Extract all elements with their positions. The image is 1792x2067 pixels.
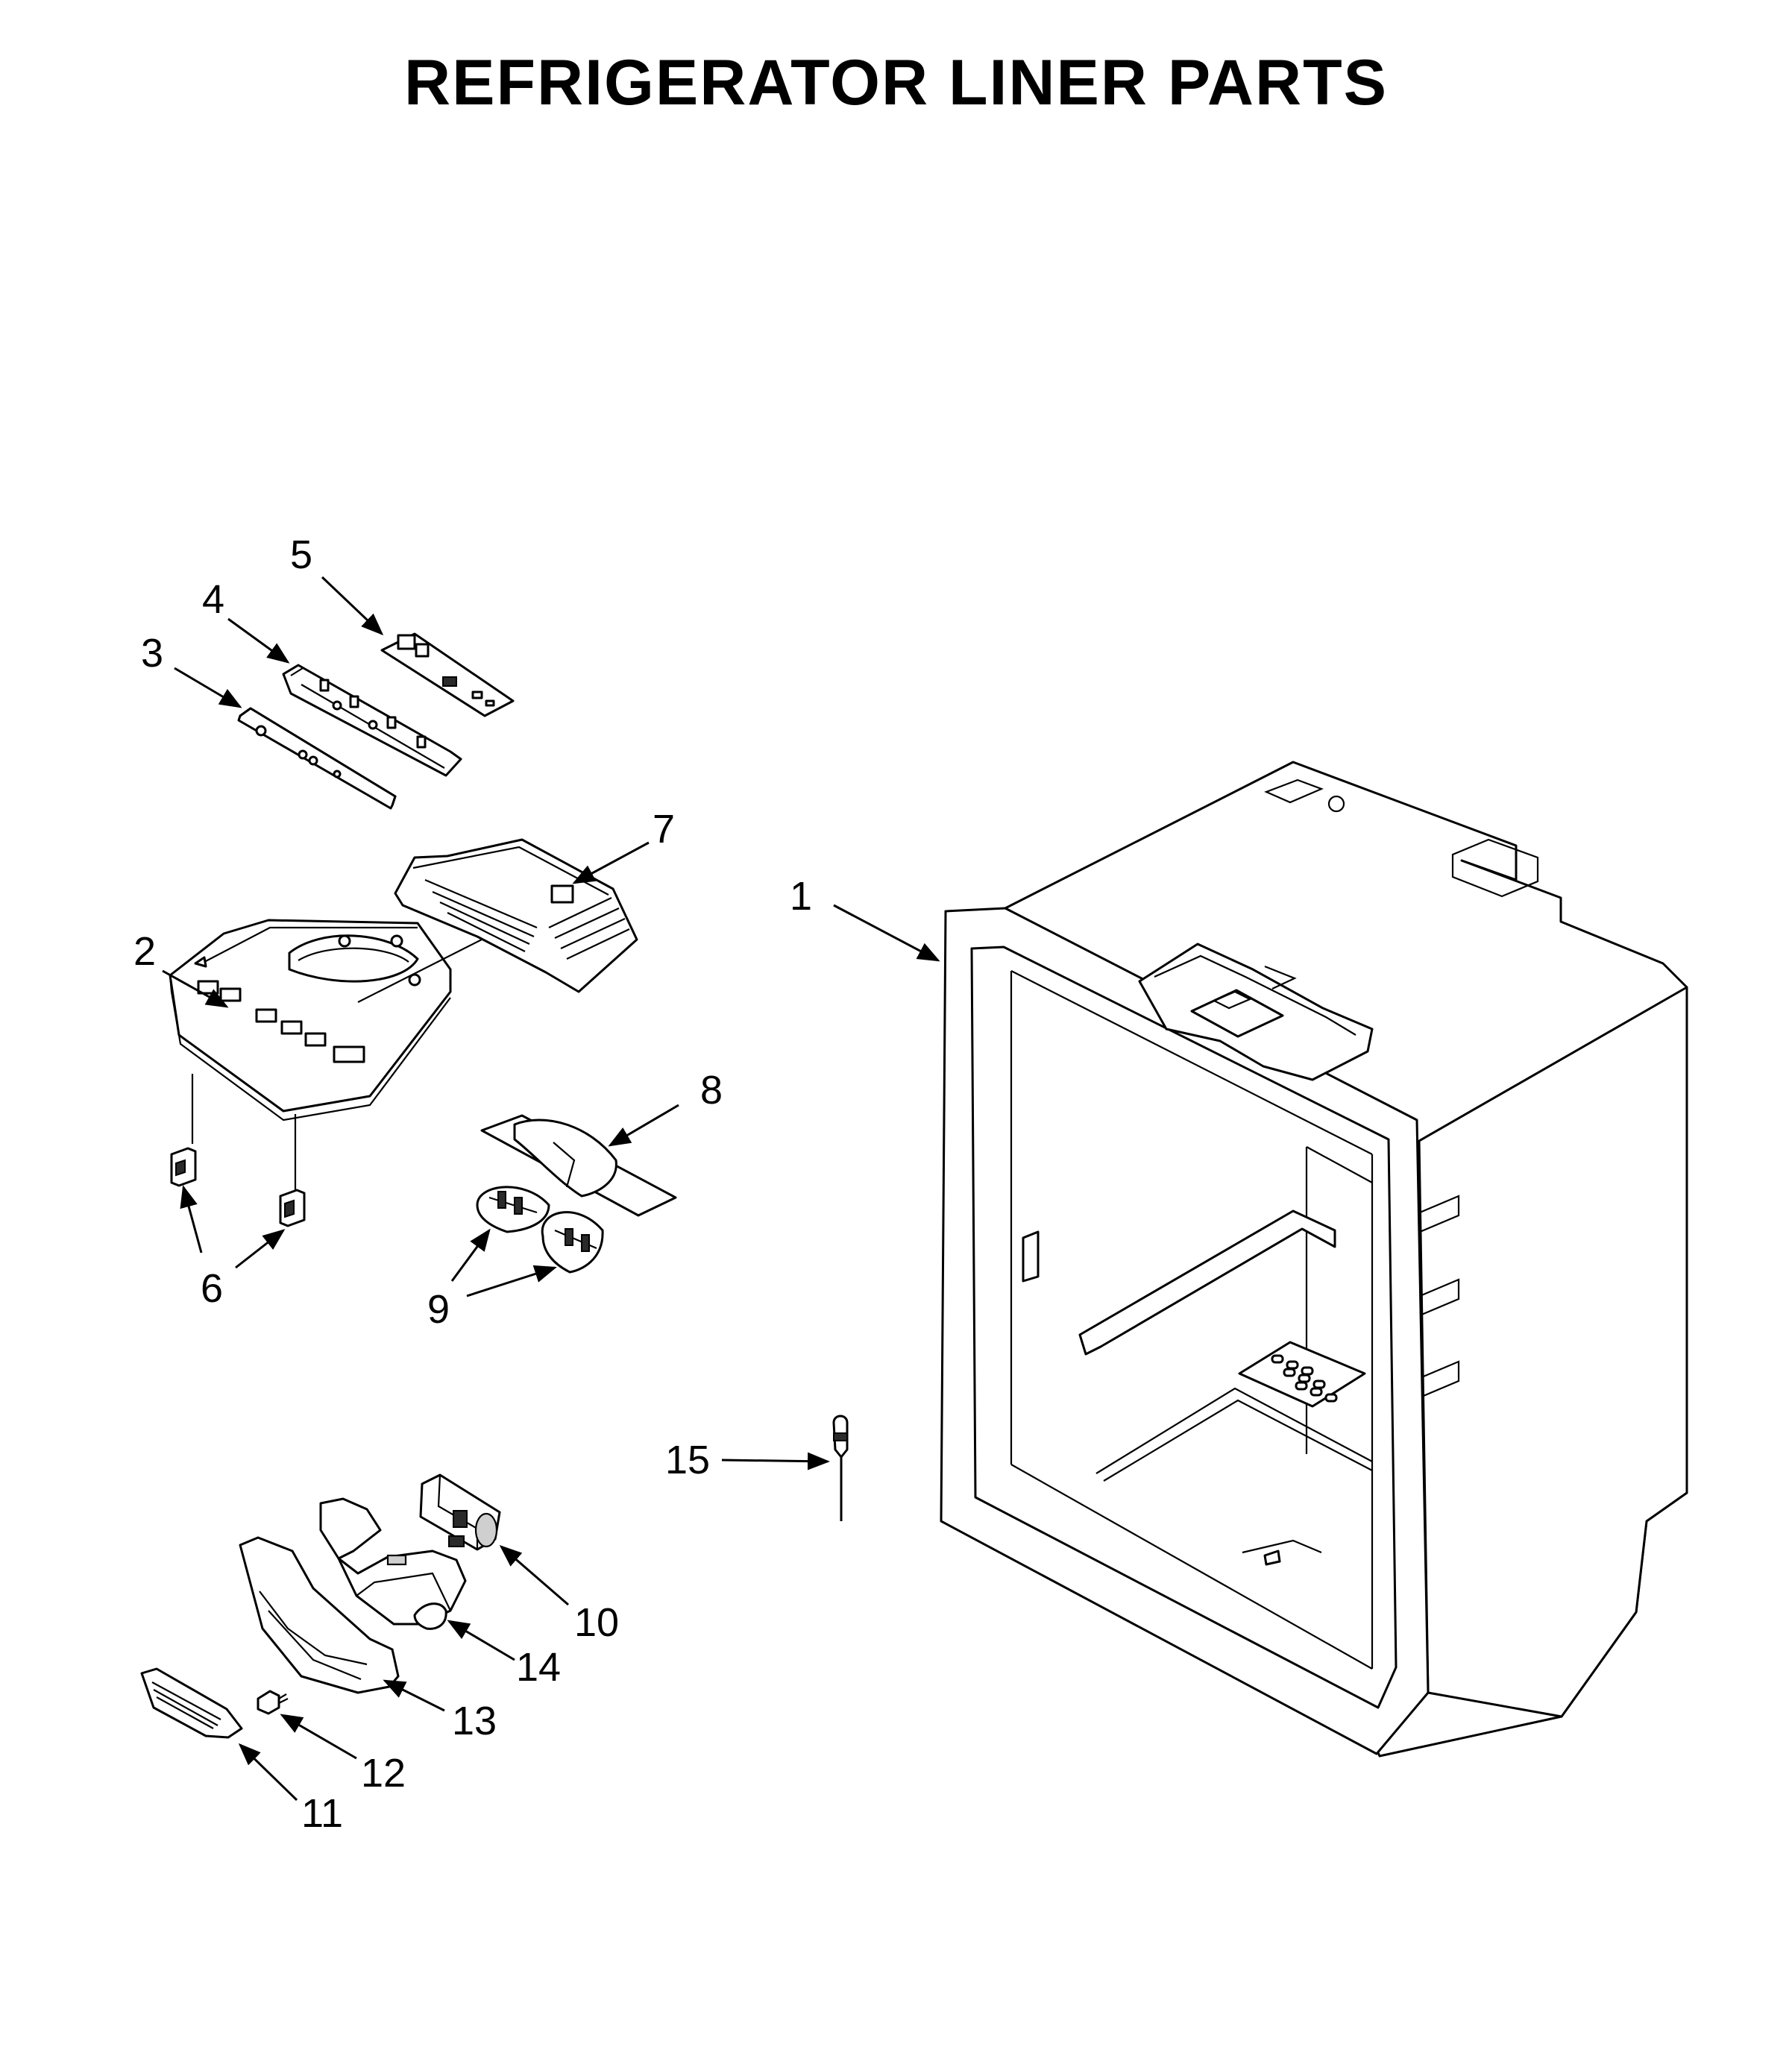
rail-clip (1022, 1230, 1040, 1283)
callout-15: 15 (665, 1438, 710, 1482)
part-13-dispenser-trim (239, 1536, 400, 1694)
callout-12: 12 (361, 1751, 406, 1796)
callout-3: 3 (141, 631, 163, 676)
part-8-air-diffuser (480, 1114, 677, 1217)
callout-4: 4 (202, 577, 224, 622)
callout-9: 9 (427, 1287, 450, 1332)
callout-1: 1 (790, 874, 812, 919)
part-15-thermistor (832, 1415, 849, 1521)
part-6-switches (170, 1074, 306, 1227)
callout-10: 10 (574, 1600, 619, 1645)
callout-8: 8 (700, 1068, 723, 1113)
callout-labels: 1 2 3 4 5 6 7 8 9 10 11 12 13 14 15 (133, 532, 812, 1836)
callout-11: 11 (301, 1791, 343, 1836)
leader-lines (162, 576, 940, 1802)
part-9-lamp-sockets (476, 1186, 604, 1274)
callout-6: 6 (201, 1266, 223, 1311)
part-4-ui-bracket (282, 664, 462, 777)
top-recess-right (1451, 838, 1539, 898)
part-3-control-overlay (237, 707, 397, 810)
part-14-dispenser-housing (319, 1497, 467, 1630)
crisper-floor (1095, 1387, 1373, 1474)
shelf-rail (1078, 1209, 1336, 1356)
callout-13: 13 (452, 1699, 497, 1743)
callout-2: 2 (133, 929, 156, 974)
part-10-dispenser-motor (419, 1473, 501, 1551)
drain-grid (1238, 1341, 1366, 1408)
part-5-control-board (380, 632, 515, 717)
page-title: REFRIGERATOR LINER PARTS (404, 47, 1388, 119)
part-2-control-housing (169, 919, 452, 1121)
part-11-accent-trim (140, 1667, 243, 1739)
part-1-liner (940, 761, 1688, 1758)
callout-7: 7 (653, 807, 675, 852)
air-tower-duct (1138, 943, 1374, 1081)
callout-5: 5 (290, 532, 312, 577)
top-recess-left (1264, 778, 1324, 804)
part-12-screw (257, 1690, 289, 1715)
top-mount-hole (1327, 795, 1345, 813)
callout-14: 14 (516, 1645, 561, 1690)
